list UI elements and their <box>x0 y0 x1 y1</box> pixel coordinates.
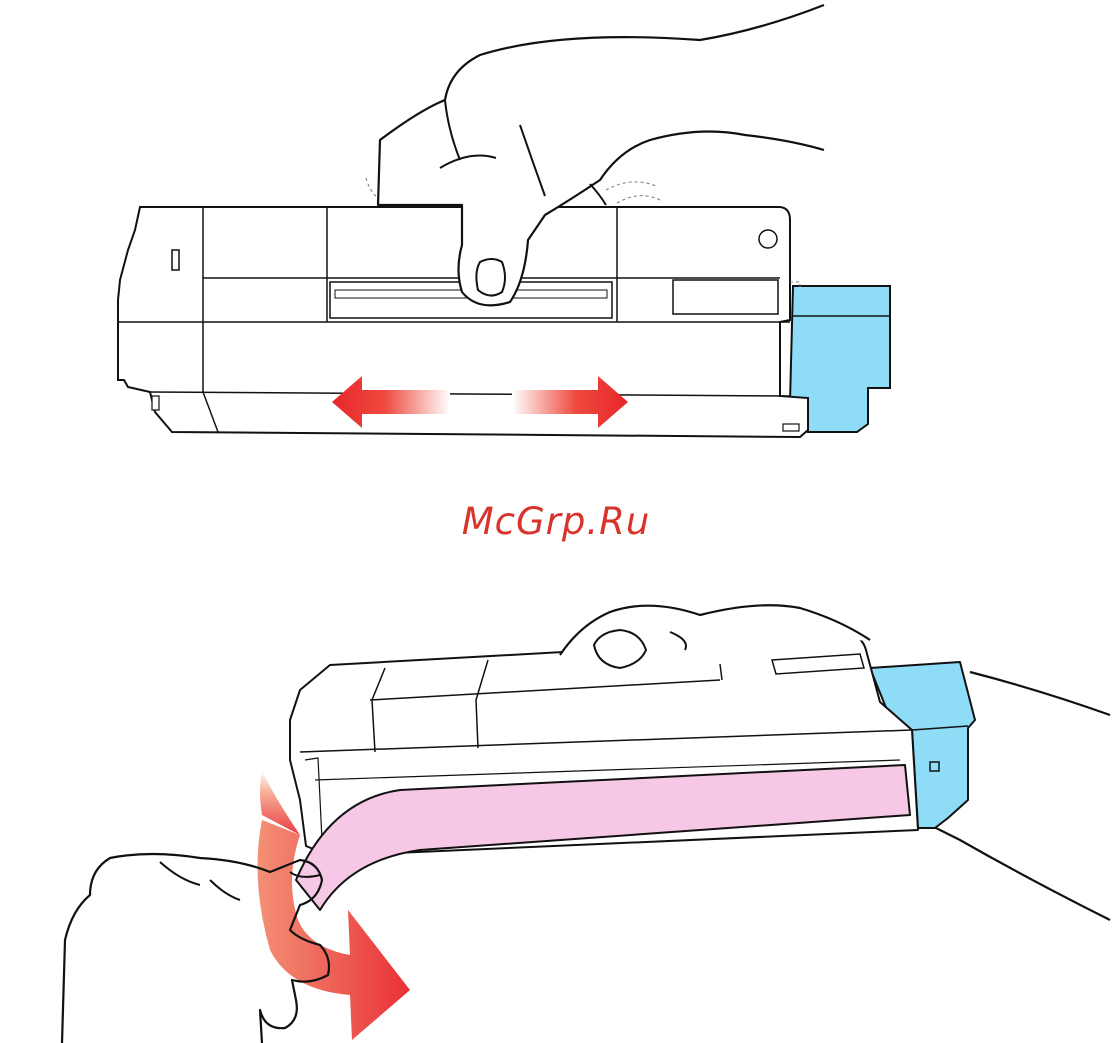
shake-illustration <box>118 5 890 437</box>
watermark-text: McGrp.Ru <box>0 500 1112 543</box>
remove-sheet-illustration <box>62 605 1110 1043</box>
